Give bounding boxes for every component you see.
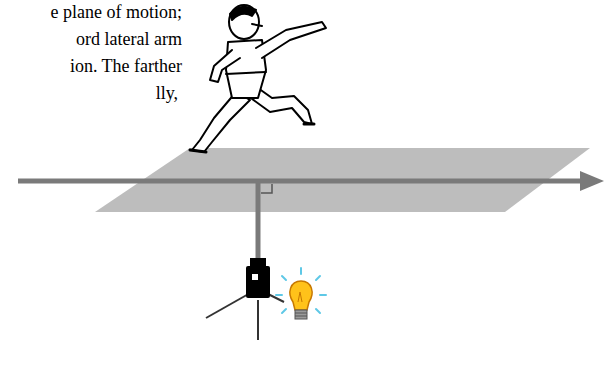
arrow-head: [580, 171, 604, 191]
runner-figure: [190, 5, 326, 152]
camera-icon: [206, 258, 284, 340]
text-fragment: ion. The farther: [70, 56, 182, 76]
camera-axis: [256, 181, 261, 262]
light-bulb-icon: [276, 268, 326, 319]
text-fragment: e plane of motion;: [51, 2, 182, 22]
text-fragment: ord lateral arm: [76, 29, 182, 49]
right-angle-mark: [261, 184, 272, 193]
text-fragment: lly,: [156, 83, 178, 103]
motion-axis: [18, 179, 584, 184]
